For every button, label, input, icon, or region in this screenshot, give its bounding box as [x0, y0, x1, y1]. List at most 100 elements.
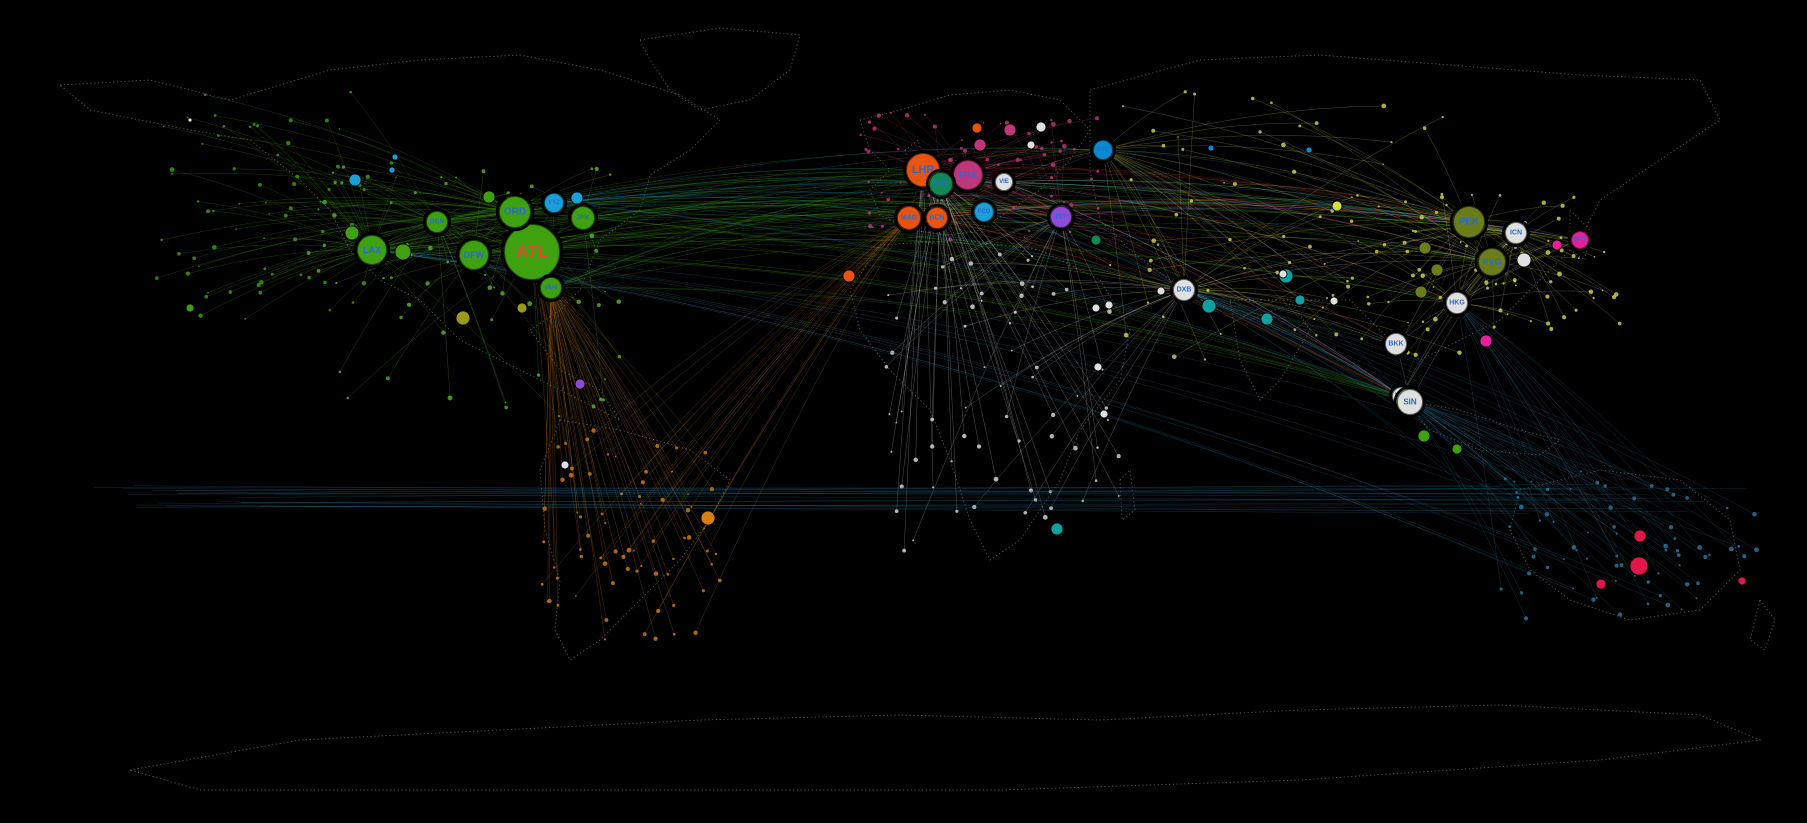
airport-dxb[interactable]: DXB	[1169, 275, 1199, 305]
airport-atl[interactable]: ATL	[500, 220, 564, 284]
airport-iah[interactable]: IAH	[536, 273, 566, 303]
minor-airport	[930, 417, 935, 422]
minor-airport	[1023, 510, 1028, 515]
airport-dfw[interactable]: DFW	[455, 236, 493, 274]
secondary-hub-node	[1207, 144, 1215, 152]
airport-bcn[interactable]: BCN	[922, 203, 952, 233]
minor-airport	[490, 318, 494, 322]
airport-outline	[495, 192, 535, 232]
airport-ord[interactable]: ORD	[495, 192, 535, 232]
minor-airport	[1498, 308, 1503, 313]
airport-bkk[interactable]: BKK	[1381, 329, 1411, 359]
flight-route-297	[644, 217, 910, 635]
flight-route-88	[550, 169, 924, 289]
airport-yyz[interactable]: YYZ	[540, 189, 568, 217]
minor-airport	[1457, 350, 1462, 355]
airport-ist[interactable]: IST	[1046, 202, 1076, 232]
flight-route-170	[1102, 149, 1493, 263]
minor-airport	[564, 441, 568, 445]
airport-label: FRA	[959, 170, 978, 180]
minor-airport	[263, 267, 267, 271]
minor-airport	[332, 213, 337, 218]
flight-route-673	[1183, 289, 1728, 509]
flight-route-151	[983, 198, 1470, 223]
minor-airport	[867, 211, 872, 215]
flight-route-90	[550, 183, 942, 289]
secondary-hub-node	[482, 190, 496, 204]
airport-sin[interactable]: SIN	[1393, 385, 1427, 419]
minor-airport	[1193, 92, 1197, 96]
minor-airport	[993, 476, 999, 482]
airport-icn[interactable]: ICN	[1501, 218, 1531, 248]
minor-airport	[621, 554, 626, 559]
secondary-hub-node	[560, 460, 570, 470]
airport-fra[interactable]: FRA	[949, 156, 987, 194]
flight-route-584	[1351, 219, 1517, 234]
airport-cdg[interactable]: CDG	[925, 168, 957, 200]
minor-airport	[594, 166, 599, 171]
airport-den[interactable]: DEN	[422, 207, 452, 237]
minor-airport	[701, 589, 705, 593]
flight-route-754	[135, 504, 1529, 514]
flight-route-650	[371, 249, 1668, 606]
minor-airport	[866, 149, 871, 154]
minor-airport	[895, 421, 897, 424]
flight-route-652	[1409, 401, 1682, 610]
airport-node	[925, 206, 949, 230]
airport-vie[interactable]: VIE	[991, 169, 1017, 195]
minor-airport	[1015, 157, 1020, 163]
airport-jfk[interactable]: JFK	[567, 202, 599, 234]
minor-airport	[997, 163, 1000, 167]
minor-airport	[1121, 105, 1125, 108]
minor-airport	[1513, 279, 1517, 283]
secondary-hub-node	[348, 173, 362, 187]
flight-route-77	[553, 195, 938, 219]
flight-route-494	[1102, 149, 1278, 273]
minor-airport	[638, 494, 642, 499]
minor-airport	[1405, 249, 1410, 254]
minor-airport	[656, 608, 661, 614]
minor-airport	[1484, 280, 1489, 285]
minor-airport	[876, 113, 881, 118]
coastline-5	[1089, 54, 1721, 361]
minor-airport	[1382, 163, 1385, 165]
flight-route-484	[1102, 135, 1392, 151]
minor-airport	[1649, 484, 1654, 488]
flight-route-9	[531, 222, 1493, 263]
flight-route-359	[922, 164, 1098, 172]
flight-route-532	[1102, 105, 1384, 151]
flight-route-736	[218, 135, 516, 213]
airport-pvg[interactable]: PVG	[1474, 244, 1510, 280]
minor-airport	[717, 578, 722, 583]
minor-airport	[864, 147, 868, 151]
secondary-hub-node	[1260, 312, 1274, 326]
airport-nrt[interactable]: NRT	[1567, 227, 1593, 253]
airport-hkg[interactable]: HKG	[1442, 288, 1472, 318]
airport-lax[interactable]: LAX	[353, 231, 391, 269]
flight-route-642	[1456, 302, 1611, 508]
secondary-hub-node	[973, 138, 987, 152]
airport-mad[interactable]: MAD	[893, 202, 925, 234]
airport-nodes-layer	[185, 117, 1747, 590]
secondary-hub-node	[1479, 334, 1493, 348]
flight-route-163	[1060, 204, 1470, 223]
flight-route-509	[1183, 289, 1323, 308]
flight-route-572	[1468, 221, 1620, 324]
airport-svo[interactable]: SVO	[1089, 136, 1117, 164]
minor-airport	[217, 134, 220, 137]
minor-airport	[1680, 608, 1683, 611]
minor-airport	[1228, 237, 1232, 242]
minor-airport	[1183, 90, 1187, 94]
airport-pek[interactable]: PEK	[1449, 202, 1489, 242]
flight-route-666	[1456, 302, 1678, 552]
minor-airport	[1096, 206, 1100, 210]
minor-airport	[1019, 293, 1024, 299]
airport-fco[interactable]: FCO	[970, 198, 998, 226]
minor-airport	[341, 165, 346, 169]
flight-route-274	[550, 287, 647, 472]
flight-route-18	[514, 210, 1185, 291]
flight-route-690	[297, 176, 438, 223]
minor-airport	[1559, 236, 1563, 240]
flight-route-116	[967, 174, 1493, 263]
